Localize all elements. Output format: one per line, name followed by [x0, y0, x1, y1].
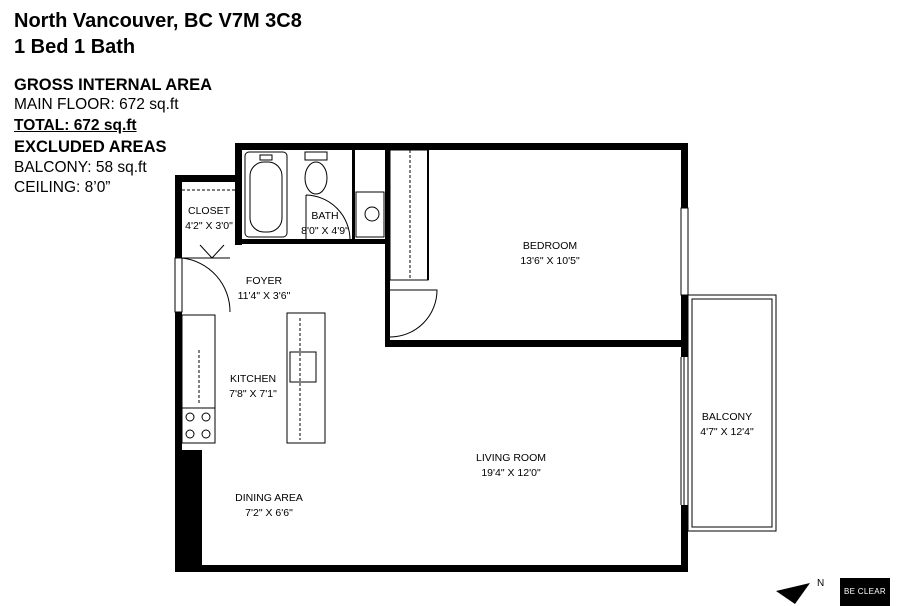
foyer-dims: 11'4" X 3'6": [238, 290, 291, 302]
bathtub-icon: [244, 151, 288, 238]
brand-logo: BE CLEAR: [840, 578, 890, 606]
kitchen-label: KITCHEN: [230, 373, 276, 385]
total-area: TOTAL: 672 sq.ft: [14, 117, 137, 134]
doors: [181, 194, 438, 338]
balcony-dims: 4'7" X 12'4": [700, 426, 754, 438]
kitchen-dims: 7'8" X 7'1": [229, 388, 277, 400]
closet-label: CLOSET: [188, 205, 231, 217]
windows: [174, 207, 689, 505]
closet-shelving: [182, 149, 429, 281]
bedroom-label: BEDROOM: [523, 240, 577, 252]
living-room-dims: 19'4" X 12'0": [481, 467, 541, 479]
toilet-icon: [304, 151, 328, 195]
stove-icon: [181, 407, 216, 444]
beds-baths: 1 Bed 1 Bath: [14, 36, 136, 58]
bath-label: BATH: [311, 210, 338, 222]
address-line: North Vancouver, BC V7M 3C8: [14, 10, 302, 32]
north-label: N: [817, 578, 824, 589]
dining-area-label: DINING AREA: [235, 492, 303, 504]
north-arrow-icon: N: [776, 578, 824, 604]
walls: [175, 143, 688, 572]
ceiling-height: CEILING: 8’0”: [14, 179, 111, 196]
dining-area-dims: 7'2" X 6'6": [245, 507, 293, 519]
living-room-label: LIVING ROOM: [476, 452, 546, 464]
bath-dims: 8'0" X 4'9": [301, 225, 349, 237]
gross-area-title: GROSS INTERNAL AREA: [14, 76, 213, 94]
main-floor-area: MAIN FLOOR: 672 sq.ft: [14, 96, 179, 113]
excluded-areas-title: EXCLUDED AREAS: [14, 138, 167, 156]
closet-dims: 4'2" X 3'0": [185, 220, 233, 232]
balcony-area: BALCONY: 58 sq.ft: [14, 159, 147, 176]
bedroom-dims: 13'6" X 10'5": [520, 255, 580, 267]
balcony-label: BALCONY: [702, 411, 752, 423]
kitchen-counter: [181, 312, 326, 444]
sink-icon: [355, 191, 385, 238]
foyer-label: FOYER: [246, 275, 283, 287]
